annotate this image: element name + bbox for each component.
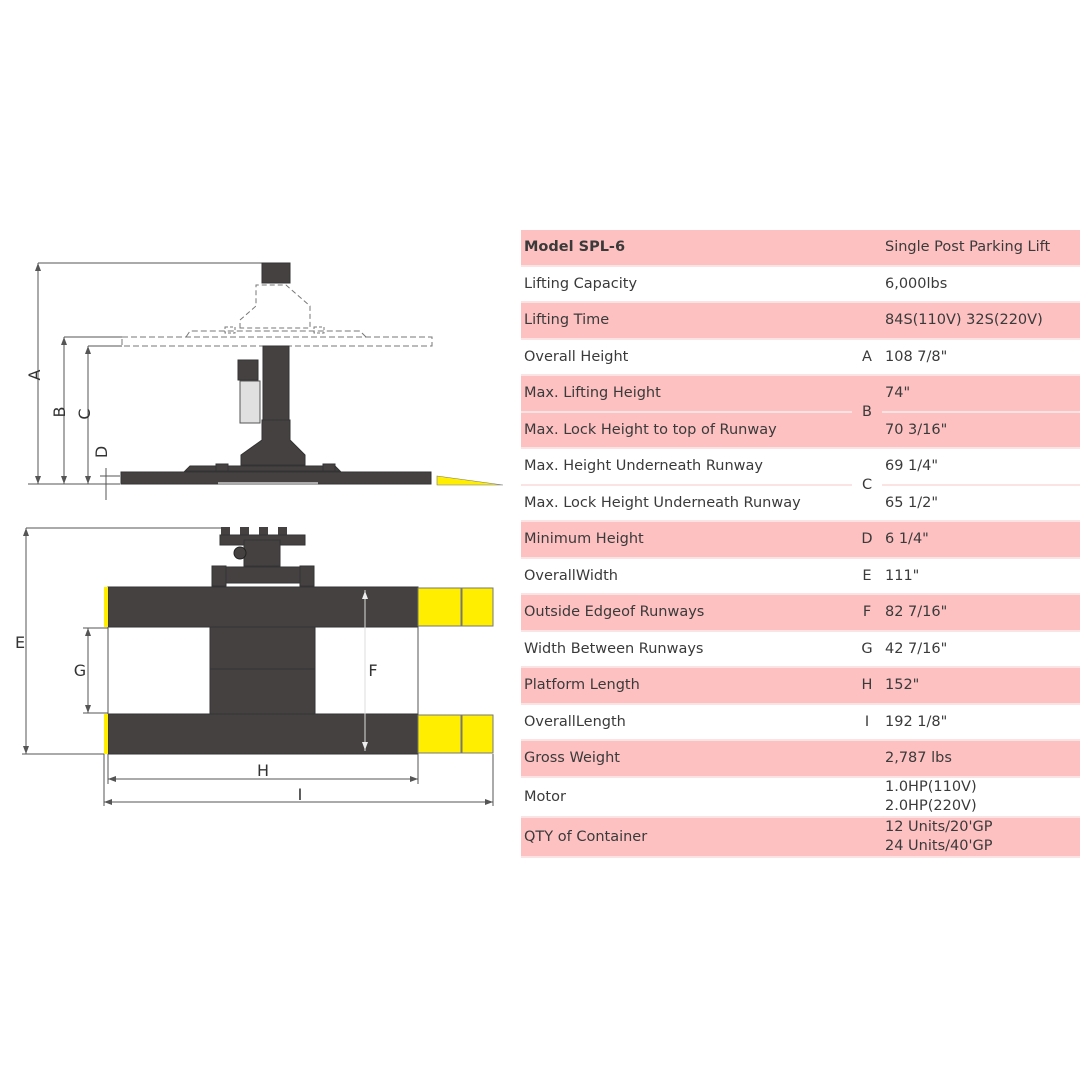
dim-label-e: E xyxy=(15,633,25,652)
container-20gp: 12 Units/20'GP xyxy=(885,818,993,835)
row-value: 65 1/2" xyxy=(882,484,1080,522)
table-row: Gross Weight 2,787 lbs xyxy=(521,740,1080,778)
table-row: OverallWidth E 111" xyxy=(521,557,1080,595)
row-label: Max. Lock Height Underneath Runway xyxy=(521,484,852,522)
row-code: F xyxy=(852,594,882,632)
row-code xyxy=(852,265,882,303)
row-value: 111" xyxy=(882,557,1080,595)
row-label: Lifting Time xyxy=(521,302,852,340)
dim-label-i: I xyxy=(298,785,303,804)
row-value: 69 1/4" xyxy=(882,448,1080,486)
table-row: Minimum Height D 6 1/4" xyxy=(521,521,1080,559)
row-code xyxy=(852,776,882,818)
dim-label-f: F xyxy=(368,661,377,680)
table-header-row: Model SPL-6 Single Post Parking Lift xyxy=(521,230,1080,267)
row-value: 1.0HP(110V) 2.0HP(220V) xyxy=(882,776,1080,818)
spec-table: Model SPL-6 Single Post Parking Lift Lif… xyxy=(521,230,1080,858)
table-row: QTY of Container 12 Units/20'GP 24 Units… xyxy=(521,816,1080,858)
table-row: Platform Length H 152" xyxy=(521,667,1080,705)
table-row: Max. Height Underneath Runway C 69 1/4" xyxy=(521,448,1080,522)
row-code xyxy=(852,230,882,267)
lift-dimension-diagram: A B C D E xyxy=(15,262,504,806)
row-value: 74" xyxy=(882,375,1080,413)
row-value: 152" xyxy=(882,667,1080,705)
table-row: Motor 1.0HP(110V) 2.0HP(220V) xyxy=(521,776,1080,818)
row-label: Lifting Capacity xyxy=(521,265,852,303)
table-row: Overall Height A 108 7/8" xyxy=(521,338,1080,376)
container-40gp: 24 Units/40'GP xyxy=(885,837,993,854)
table-row: OverallLength I 192 1/8" xyxy=(521,703,1080,741)
side-view: A B C D xyxy=(25,262,504,500)
top-view: E F xyxy=(15,527,494,806)
row-code xyxy=(852,816,882,858)
model-type: Single Post Parking Lift xyxy=(882,230,1080,267)
row-label: OverallLength xyxy=(521,703,852,741)
row-code: C xyxy=(852,448,882,522)
row-code: I xyxy=(852,703,882,741)
row-value: 2,787 lbs xyxy=(882,740,1080,778)
table-row: Lifting Capacity 6,000lbs xyxy=(521,265,1080,303)
row-value: 70 3/16" xyxy=(882,411,1080,449)
dim-label-h: H xyxy=(257,761,269,780)
row-code: G xyxy=(852,630,882,668)
row-code: D xyxy=(852,521,882,559)
table-row: Max. Lock Height to top of Runway 70 3/1… xyxy=(521,411,1080,449)
row-label: Max. Lock Height to top of Runway xyxy=(521,411,852,449)
row-code: B xyxy=(852,375,882,449)
row-code: A xyxy=(852,338,882,376)
row-label: Width Between Runways xyxy=(521,630,852,668)
row-code xyxy=(852,740,882,778)
row-value: 82 7/16" xyxy=(882,594,1080,632)
table-row: Width Between Runways G 42 7/16" xyxy=(521,630,1080,668)
dim-label-d: D xyxy=(92,446,111,458)
table-row: Max. Lifting Height B 74" xyxy=(521,375,1080,449)
row-value: 42 7/16" xyxy=(882,630,1080,668)
dim-label-b: B xyxy=(50,407,69,418)
dim-label-a: A xyxy=(25,369,44,380)
row-code: H xyxy=(852,667,882,705)
row-label: Outside Edgeof Runways xyxy=(521,594,852,632)
dim-label-c: C xyxy=(75,408,94,419)
row-label: Max. Lifting Height xyxy=(521,375,852,413)
row-value: 84S(110V) 32S(220V) xyxy=(882,302,1080,340)
model-name: Model SPL-6 xyxy=(521,230,852,267)
dim-label-g: G xyxy=(74,661,86,680)
table-row: Lifting Time 84S(110V) 32S(220V) xyxy=(521,302,1080,340)
row-label: Platform Length xyxy=(521,667,852,705)
row-value: 6 1/4" xyxy=(882,521,1080,559)
row-value: 192 1/8" xyxy=(882,703,1080,741)
row-value: 12 Units/20'GP 24 Units/40'GP xyxy=(882,816,1080,858)
row-code xyxy=(852,302,882,340)
row-label: Minimum Height xyxy=(521,521,852,559)
row-value: 108 7/8" xyxy=(882,338,1080,376)
row-label: Motor xyxy=(521,776,852,818)
row-label: Max. Height Underneath Runway xyxy=(521,448,852,486)
row-code: E xyxy=(852,557,882,595)
motor-110v: 1.0HP(110V) xyxy=(885,778,977,795)
row-label: QTY of Container xyxy=(521,816,852,858)
motor-220v: 2.0HP(220V) xyxy=(885,797,977,814)
row-label: Gross Weight xyxy=(521,740,852,778)
row-value: 6,000lbs xyxy=(882,265,1080,303)
table-row: Outside Edgeof Runways F 82 7/16" xyxy=(521,594,1080,632)
row-label: Overall Height xyxy=(521,338,852,376)
table-row: Max. Lock Height Underneath Runway 65 1/… xyxy=(521,484,1080,522)
row-label: OverallWidth xyxy=(521,557,852,595)
